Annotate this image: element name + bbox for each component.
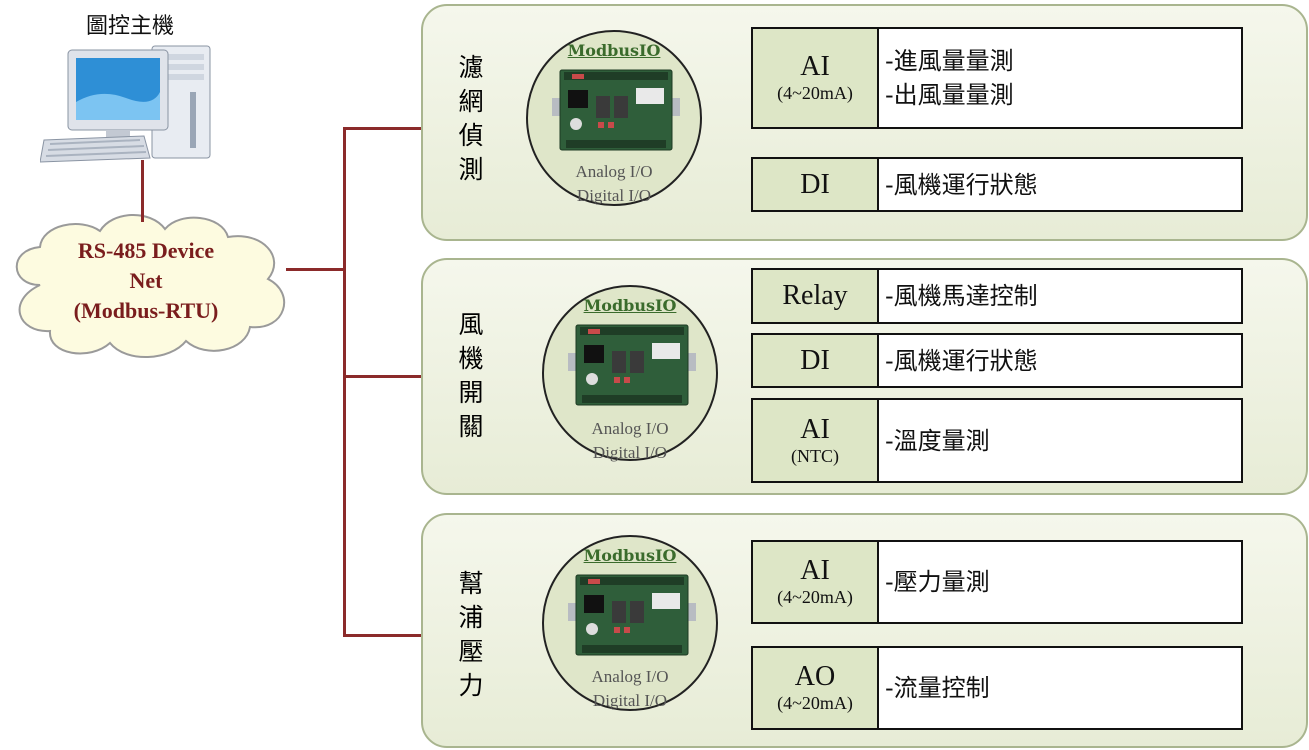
- io-board-icon: [568, 574, 696, 656]
- group-label-char: 網: [458, 87, 484, 116]
- io-type: AO (4~20mA): [753, 648, 879, 728]
- io-type-sub: (4~20mA): [777, 83, 853, 103]
- io-type: AI (4~20mA): [753, 29, 879, 127]
- modbus-module: ModbusIO Analog I/O Digital I/O: [542, 535, 718, 711]
- io-board-icon: [568, 324, 696, 406]
- io-row: DI -風機運行狀態: [751, 333, 1243, 388]
- module-line-analog: Analog I/O: [575, 162, 653, 181]
- io-type-sub: (NTC): [791, 445, 839, 466]
- modbus-module: ModbusIO Analog I/O Digital I/O: [526, 30, 702, 206]
- modbus-module: ModbusIO Analog I/O Digital I/O: [542, 285, 718, 462]
- io-description-line: -風機馬達控制: [885, 282, 1038, 310]
- io-description-line: -進風量量測: [885, 47, 1014, 75]
- io-row: Relay -風機馬達控制: [751, 268, 1243, 324]
- connector-cloud-bus: [286, 268, 346, 271]
- io-row: AI (4~20mA) -壓力量測: [751, 540, 1243, 624]
- io-row: AI (4~20mA) -進風量量測 -出風量量測: [751, 27, 1243, 129]
- io-board-icon: [552, 69, 680, 151]
- module-line-digital: Digital I/O: [592, 691, 668, 710]
- io-type: DI: [753, 335, 879, 386]
- group-label-filter: 濾 網 偵 測: [448, 51, 494, 187]
- module-line-analog: Analog I/O: [591, 419, 669, 438]
- network-line-2: Net: [129, 268, 163, 293]
- io-row: DI -風機運行狀態: [751, 157, 1243, 212]
- connector-branch-2: [343, 375, 423, 378]
- module-title: ModbusIO: [583, 296, 677, 315]
- io-type: DI: [753, 159, 879, 210]
- group-label-char: 濾: [458, 53, 484, 82]
- group-label-char: 開: [458, 378, 484, 407]
- group-label-char: 浦: [458, 603, 484, 632]
- io-description: -風機運行狀態: [879, 159, 1241, 210]
- io-description: -溫度量測: [879, 400, 1241, 481]
- network-line-1: RS-485 Device: [77, 238, 215, 263]
- io-type: AI (4~20mA): [753, 542, 879, 622]
- io-row: AI (NTC) -溫度量測: [751, 398, 1243, 483]
- module-title: ModbusIO: [567, 41, 661, 60]
- group-label-char: 壓: [458, 637, 484, 666]
- io-row: AO (4~20mA) -流量控制: [751, 646, 1243, 730]
- io-type-label: DI: [800, 168, 830, 200]
- module-title: ModbusIO: [583, 546, 677, 565]
- network-cloud-icon: [15, 214, 286, 358]
- group-label-char: 力: [458, 671, 484, 700]
- group-label-fan: 風 機 開 關: [448, 308, 494, 444]
- io-type-sub: (4~20mA): [777, 693, 853, 713]
- io-description-line: -風機運行狀態: [885, 170, 1038, 199]
- group-label-char: 關: [458, 412, 484, 441]
- io-description-line: -流量控制: [885, 674, 990, 702]
- io-description: -風機馬達控制: [879, 270, 1241, 322]
- io-type-sub: (4~20mA): [777, 587, 853, 607]
- io-type: AI (NTC): [753, 400, 879, 481]
- group-label-char: 測: [458, 155, 484, 184]
- io-description: -流量控制: [879, 648, 1241, 728]
- io-type-label: AI: [800, 413, 830, 445]
- connector-host-cloud: [141, 160, 144, 222]
- group-label-char: 機: [458, 344, 484, 373]
- io-description-line: -出風量量測: [885, 81, 1014, 109]
- io-type-label: Relay: [782, 280, 848, 311]
- io-type: Relay: [753, 270, 879, 322]
- io-description-line: -壓力量測: [885, 568, 990, 596]
- host-label: 圖控主機: [86, 14, 175, 39]
- io-type-label: DI: [800, 344, 830, 376]
- group-label-char: 幫: [458, 569, 484, 598]
- group-label-pump: 幫 浦 壓 力: [448, 567, 494, 703]
- io-description: -風機運行狀態: [879, 335, 1241, 386]
- group-label-char: 風: [458, 310, 484, 339]
- module-line-digital: Digital I/O: [592, 443, 668, 462]
- connector-bus-vertical: [343, 127, 346, 637]
- io-type-label: AO: [794, 661, 836, 692]
- io-type-label: AI: [800, 51, 830, 82]
- computer-icon: [40, 45, 211, 163]
- io-description: -進風量量測 -出風量量測: [879, 29, 1241, 127]
- connector-branch-1: [343, 127, 423, 130]
- io-type-label: AI: [800, 555, 830, 586]
- network-line-3: (Modbus-RTU): [73, 298, 219, 323]
- module-line-digital: Digital I/O: [576, 186, 652, 205]
- module-line-analog: Analog I/O: [591, 667, 669, 686]
- connector-branch-3: [343, 634, 423, 637]
- group-label-char: 偵: [458, 121, 484, 150]
- io-description-line: -溫度量測: [885, 426, 990, 455]
- io-description: -壓力量測: [879, 542, 1241, 622]
- io-description-line: -風機運行狀態: [885, 346, 1038, 375]
- network-label: RS-485 Device Net (Modbus-RTU): [22, 236, 270, 326]
